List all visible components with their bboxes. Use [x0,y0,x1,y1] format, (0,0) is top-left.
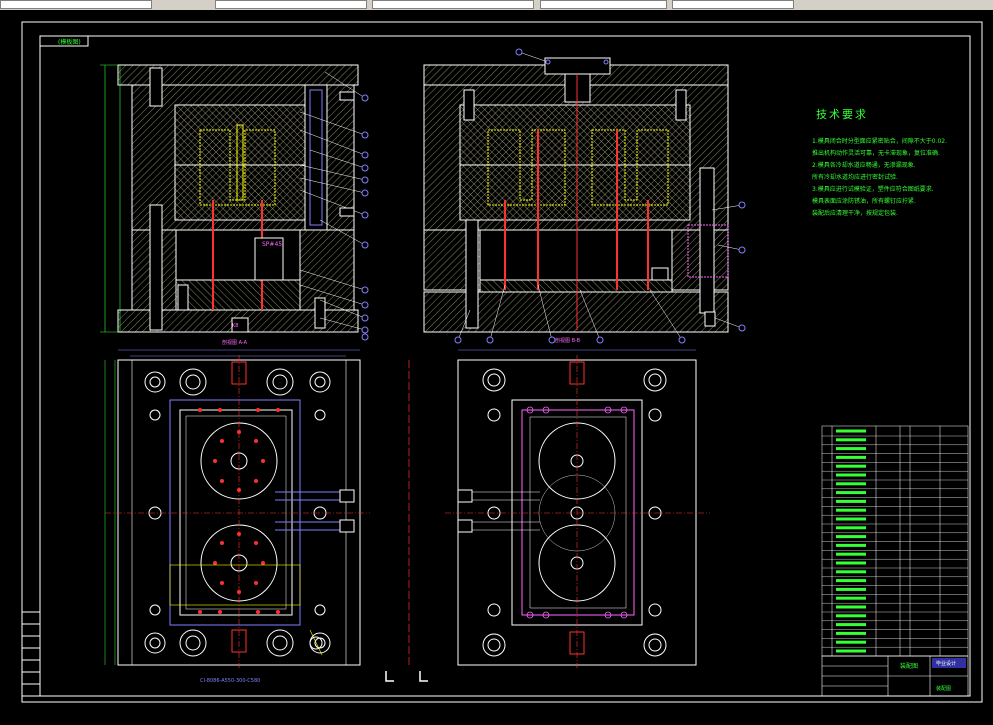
parts-list-entry [836,561,866,565]
tech-req-line: 1.模具闭合时分型面应紧密贴合，间隙不大于0.02. [812,138,947,145]
parts-list-entry [836,526,866,530]
parts-list-entry [836,455,866,459]
toolbar-field-1[interactable] [0,0,152,9]
parts-list-entry [836,429,866,433]
tech-req-line: 装配后应清理干净，按规定包装. [812,210,898,217]
toolbar-field-2[interactable] [215,0,367,9]
parts-list-entry [836,640,866,644]
parts-list [821,425,969,657]
drawing-canvas[interactable]: (模板图) [0,10,993,721]
tech-req-line: 推出机构动作灵活可靠，无卡滞现象，复位准确. [812,150,940,157]
section-a-view [100,64,369,341]
parts-list-entry [836,631,866,635]
tech-req-line: 2.模具各冷却水道应畅通，无渗漏现象. [812,162,916,169]
parts-list-entry [836,464,866,468]
gate-label: K8 [232,323,238,329]
toolbar-field-4[interactable] [540,0,667,9]
parts-list-entry [836,579,866,583]
parts-list-entry [836,570,866,574]
drawing-name: 装配图 [900,662,918,670]
tech-req-title: 技术要求 [816,108,868,121]
parts-list-entry [836,508,866,512]
title-block [821,655,969,697]
toolbar-field-3[interactable] [372,0,534,9]
plan-view-left [104,349,370,668]
tech-req-line: 模具表面应涂防锈油，所有螺钉应拧紧. [812,198,916,205]
tech-req-line: 3.模具应进行试模验证，塑件应符合图纸要求. [812,186,934,193]
parts-list-entry [836,491,866,495]
section-mark-left [385,671,394,682]
outer-border [21,21,983,703]
tech-req-line: 所有冷却水道均应进行密封试验. [812,174,898,181]
toolbar-field-5[interactable] [672,0,794,9]
parts-list-entry [836,447,866,451]
parts-list-entry [836,587,866,591]
section-a-label: 剖视图 A-A [222,339,248,346]
bottom-label: CI-8086-A550-300-C580 [200,678,260,684]
inner-border [39,35,971,697]
parts-list-entry [836,623,866,627]
plan-view-right [445,349,710,668]
sprue-label: SP#45 [262,241,282,248]
section-b-label: 剖视图 B-B [555,337,581,344]
title-sub-label: 装配图 [936,685,951,692]
parts-list-entry [836,543,866,547]
parts-list-entry [836,517,866,521]
section-mark-right [419,671,428,682]
parts-list-entry [836,614,866,618]
parts-list-entry [836,482,866,486]
company-text: 毕业设计 [936,660,956,667]
side-stamp [21,611,41,697]
parts-list-entry [836,499,866,503]
parts-list-entry [836,649,866,653]
section-b-view [423,48,746,344]
parts-list-entry [836,438,866,442]
company-logo [932,658,966,668]
parts-list-entry [836,552,866,556]
parts-list-entry [836,605,866,609]
parts-list-entry [836,535,866,539]
parts-list-entry [836,473,866,477]
frame-tag: (模板图) [58,38,81,46]
frame-tag-box [39,35,89,47]
parts-list-entry [836,596,866,600]
